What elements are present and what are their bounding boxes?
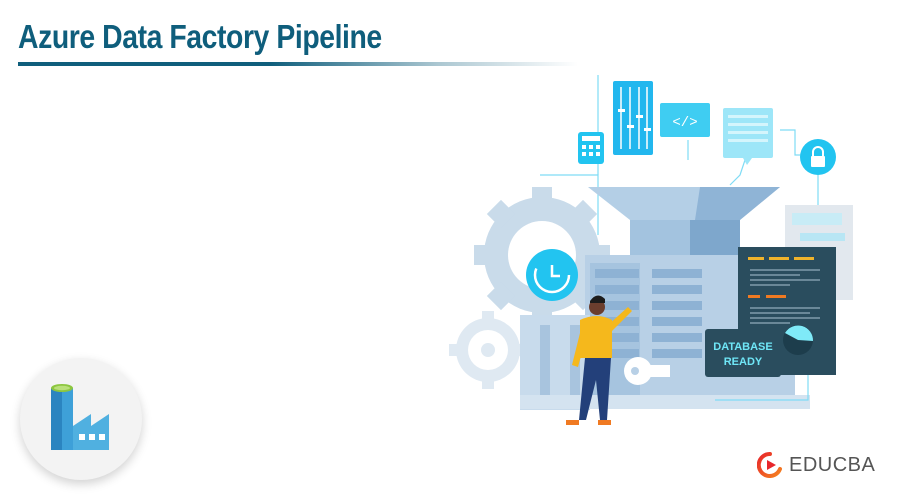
- sliders-icon: [613, 81, 653, 155]
- lock-icon: [800, 139, 836, 175]
- title-underline: [18, 62, 578, 66]
- svg-text:</>: </>: [672, 115, 697, 131]
- code-icon: </>: [660, 103, 710, 137]
- data-factory-illustration: DATABASE READY </>: [440, 75, 880, 440]
- pie-chart-icon: [783, 325, 814, 355]
- educba-brand: EDUCBA: [757, 452, 875, 478]
- svg-text:READY: READY: [724, 356, 763, 368]
- clock-icon: [526, 249, 578, 301]
- azure-data-factory-logo: [20, 358, 142, 480]
- database-ready-badge: DATABASE READY: [705, 329, 781, 377]
- svg-text:DATABASE: DATABASE: [713, 341, 772, 353]
- page-title: Azure Data Factory Pipeline: [18, 18, 382, 55]
- small-gear-icon: [449, 311, 527, 389]
- calculator-icon: [578, 132, 604, 164]
- educba-logo-icon: [757, 452, 782, 478]
- brand-name: EDUCBA: [789, 453, 876, 476]
- key-icon: [624, 357, 670, 385]
- factory-icon: [51, 384, 109, 450]
- person-figure: [566, 295, 632, 425]
- binary-document-icon: [723, 108, 773, 165]
